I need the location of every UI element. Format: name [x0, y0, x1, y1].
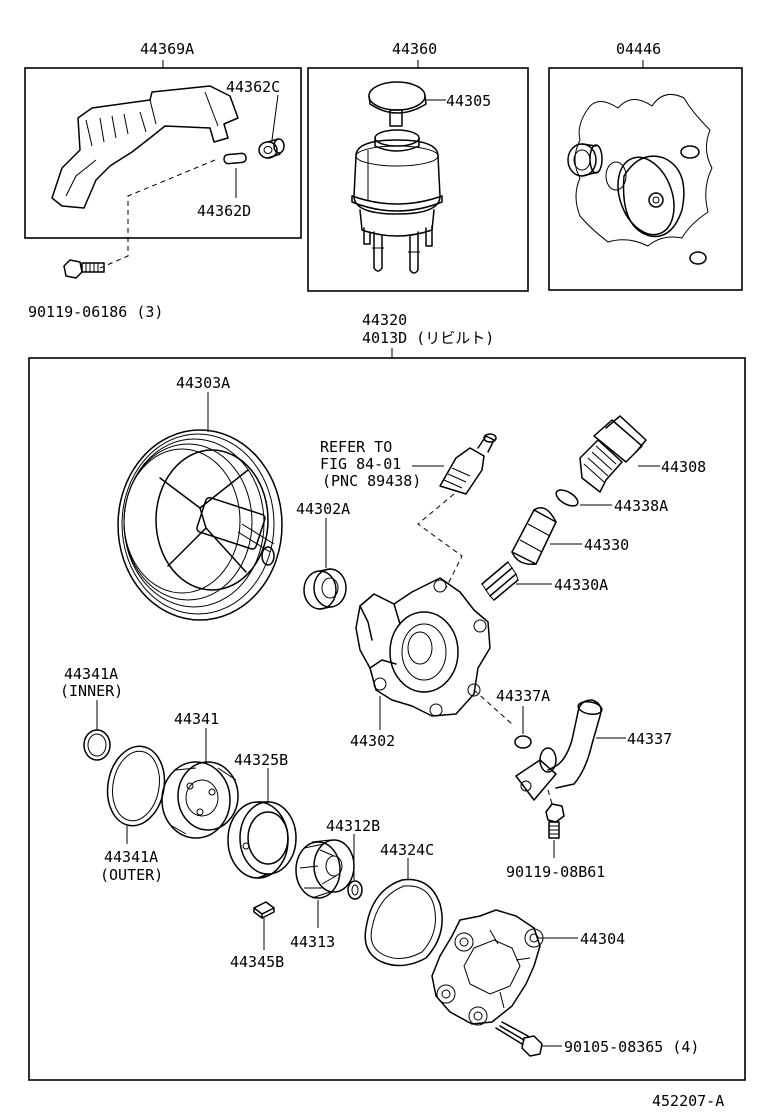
refer-note-line1: REFER TO	[320, 438, 392, 456]
flow-valve-part	[511, 507, 557, 565]
union-oring-label: 44338A	[614, 497, 668, 515]
oring-inner-label-1: 44341A	[64, 665, 118, 683]
pump-cover-part	[431, 909, 544, 1026]
inlet-pipe-part	[515, 699, 603, 801]
cover-gasket-part	[364, 878, 443, 967]
reservoir-header-label: 44360	[392, 40, 437, 58]
rotor-part	[295, 839, 355, 899]
cap-label: 44305	[446, 92, 491, 110]
oring-outer-label-2: (OUTER)	[100, 866, 163, 884]
pump-housing-part	[355, 577, 491, 717]
union-part	[579, 415, 647, 493]
pump-header-line2: 4013D (リビルト)	[362, 329, 494, 347]
oil-seal-label: 44302A	[296, 500, 350, 518]
side-plate-label: 44325B	[234, 751, 288, 769]
side-plate-part	[227, 801, 297, 879]
mount-bolt	[63, 259, 105, 279]
flow-valve-label: 44330	[584, 536, 629, 554]
gasket-kit-group: 04446	[548, 40, 743, 291]
inlet-bolt-part	[545, 803, 565, 839]
gasket-kit-header-label: 04446	[616, 40, 661, 58]
inlet-bolt-label: 90119-08B61	[506, 863, 605, 881]
inlet-oring-part	[514, 735, 532, 749]
cover-gasket-label: 44324C	[380, 841, 434, 859]
snap-ring-part	[347, 880, 363, 900]
pin-label: 44362D	[197, 202, 251, 220]
reservoir-group: 44360 44305	[307, 40, 529, 292]
oring-inner-label-2: (INNER)	[60, 682, 123, 700]
union-label: 44308	[661, 458, 706, 476]
pump-assembly-box	[28, 357, 746, 1081]
collar-label: 44362C	[226, 78, 280, 96]
inlet-oring-label: 44337A	[496, 687, 550, 705]
pulley-label: 44303A	[176, 374, 230, 392]
inlet-pipe-label: 44337	[627, 730, 672, 748]
bracket-drawing	[51, 85, 239, 209]
bracket-group: 44369A 44362C 44362D	[24, 40, 302, 269]
cam-ring-label: 44341	[174, 710, 219, 728]
pressure-switch-part	[439, 433, 497, 495]
vane-part	[253, 901, 275, 919]
refer-note-line3: (PNC 89438)	[322, 472, 421, 490]
gasket-kit-box	[548, 67, 743, 291]
valve-spring-label: 44330A	[554, 576, 608, 594]
pump-header-line1: 44320	[362, 311, 407, 329]
oring-outer-label-1: 44341A	[104, 848, 158, 866]
reservoir-drawing	[351, 81, 443, 274]
diagram-id: 452207-A	[652, 1092, 724, 1110]
oring-outer-part	[106, 745, 166, 827]
valve-spring-part	[481, 561, 519, 601]
oil-seal-part	[303, 568, 347, 610]
collar-part	[258, 138, 285, 159]
pin-part	[223, 152, 247, 165]
pulley-part	[117, 429, 283, 621]
gasket-kit-drawing	[567, 93, 713, 265]
rotor-label: 44313	[290, 933, 335, 951]
pump-cover-label: 44304	[580, 930, 625, 948]
cover-bolt-label: 90105-08365 (4)	[564, 1038, 699, 1056]
refer-note-line2: FIG 84-01	[320, 455, 401, 473]
snap-ring-label: 44312B	[326, 817, 380, 835]
cover-bolt-part	[495, 1021, 543, 1057]
union-oring-part	[555, 489, 579, 507]
pump-housing-label: 44302	[350, 732, 395, 750]
cam-ring-part	[161, 761, 239, 839]
vane-label: 44345B	[230, 953, 284, 971]
mount-bolt-label: 90119-06186 (3)	[28, 303, 163, 321]
bracket-header-label: 44369A	[140, 40, 194, 58]
